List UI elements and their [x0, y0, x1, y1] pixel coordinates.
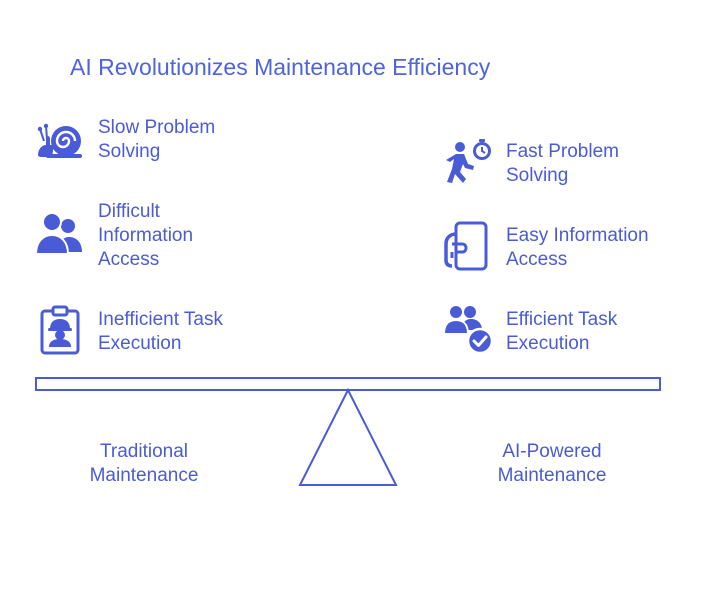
- snail-icon: [34, 115, 86, 167]
- mobile-phone-hand-icon: [442, 220, 494, 272]
- left-item-difficult-information-access: Difficult Information Access: [98, 201, 194, 270]
- seesaw-fulcrum: [298, 387, 398, 488]
- left-item-slow-problem-solving: Slow Problem Solving: [98, 117, 216, 162]
- users-icon: [34, 208, 86, 260]
- clipboard-worker-icon: [34, 304, 86, 356]
- left-item-inefficient-task-execution: Inefficient Task Execution: [98, 309, 223, 354]
- page-title: AI Revolutionizes Maintenance Efficiency: [70, 54, 491, 80]
- right-item-fast-problem-solving: Fast Problem Solving: [506, 141, 619, 186]
- ai-powered-maintenance-label: AI-Powered Maintenance: [497, 441, 607, 486]
- users-check-icon: [442, 302, 494, 354]
- running-person-stopwatch-icon: [442, 137, 494, 189]
- traditional-maintenance-label: Traditional Maintenance: [89, 441, 199, 486]
- right-item-efficient-task-execution: Efficient Task Execution: [506, 309, 618, 354]
- right-item-easy-information-access: Easy Information Access: [506, 225, 649, 270]
